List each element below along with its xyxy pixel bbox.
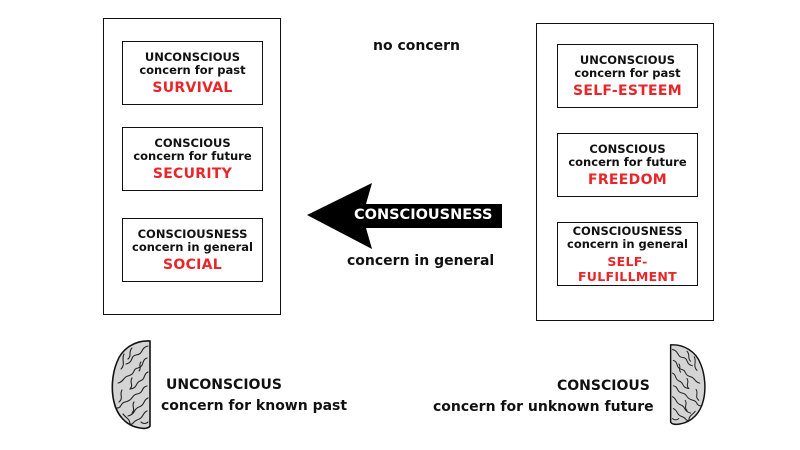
box-line2: concern for past [139,62,246,77]
box-line1: CONSCIOUSNESS [572,223,683,238]
box-highlight: SECURITY [152,165,233,182]
top-label: no concern [373,38,461,54]
left-box-conscious: CONSCIOUS concern for future SECURITY [122,127,263,191]
box-highlight: SOCIAL [162,256,223,273]
arrow-sub-label: concern in general [347,253,495,269]
right-box-conscious: CONSCIOUS concern for future FREEDOM [557,133,698,197]
box-highlight: FREEDOM [587,171,668,188]
box-line1: UNCONSCIOUS [144,49,241,64]
arrow-label: CONSCIOUSNESS [354,207,493,223]
bottom-right-title: CONSCIOUS [557,378,650,394]
box-highlight: SELF-FULFILLMENT [577,253,678,284]
right-brain-hemisphere-icon [669,344,706,426]
left-brain-hemisphere-icon [111,340,151,430]
box-line2: concern for future [133,148,252,163]
bottom-left-title: UNCONSCIOUS [166,377,282,393]
left-box-consciousness: CONSCIOUSNESS concern in general SOCIAL [122,218,263,282]
left-box-unconscious: UNCONSCIOUS concern for past SURVIVAL [122,41,263,105]
bottom-left-subtitle: concern for known past [161,398,348,414]
right-box-consciousness: CONSCIOUSNESS concern in general SELF-FU… [557,222,698,286]
box-line2: concern for future [568,154,687,169]
box-line2: concern in general [132,239,253,254]
box-line2: concern in general [567,236,688,251]
box-line2: concern for past [574,65,681,80]
box-line1: UNCONSCIOUS [579,52,676,67]
box-highlight: SELF-ESTEEM [572,82,683,99]
box-line1: CONSCIOUSNESS [137,226,248,241]
box-highlight: SURVIVAL [152,79,233,96]
box-line1: CONSCIOUS [154,135,231,150]
right-box-unconscious: UNCONSCIOUS concern for past SELF-ESTEEM [557,44,698,108]
box-line1: CONSCIOUS [589,141,666,156]
bottom-right-subtitle: concern for unknown future [433,399,654,415]
